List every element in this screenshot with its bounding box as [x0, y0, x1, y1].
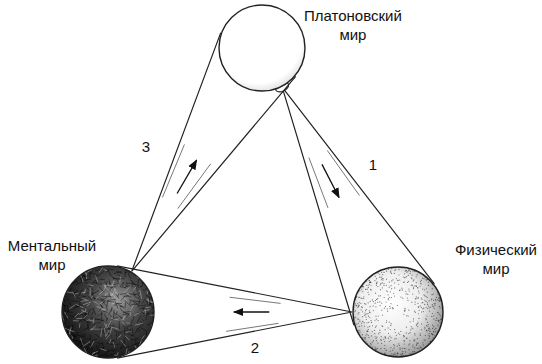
cone-shading — [309, 158, 328, 208]
cone-shading — [226, 323, 278, 331]
world-sphere: Платоновский мир — [218, 4, 306, 92]
callout-number: 3 — [140, 138, 152, 155]
sphere-outline — [218, 4, 306, 92]
cone-shading — [162, 144, 184, 197]
world-name: Ментальный мир — [8, 236, 96, 274]
world-name: Платоновский мир — [304, 6, 402, 44]
world-caption: Ментальный мир — [8, 236, 96, 274]
sphere-outline — [352, 266, 444, 358]
direction-arrow — [322, 164, 339, 197]
direction-arrow — [234, 311, 269, 312]
world-sphere: Ментальный мир — [61, 265, 155, 359]
sphere-outline — [61, 265, 155, 359]
callout-number: 1 — [367, 156, 379, 173]
cone-shading — [178, 164, 211, 209]
direction-arrow — [177, 160, 196, 193]
cone-shading — [327, 150, 359, 195]
world-caption: Физический мир — [455, 240, 537, 278]
world-sphere: Физический мир — [352, 266, 444, 358]
world-name: Физический мир — [455, 240, 537, 278]
callout-number: 2 — [249, 339, 261, 356]
influence-cone — [117, 266, 352, 358]
world-caption: Платоновский мир — [304, 6, 402, 44]
cone-shading — [230, 297, 281, 303]
cone-outline — [117, 266, 352, 358]
